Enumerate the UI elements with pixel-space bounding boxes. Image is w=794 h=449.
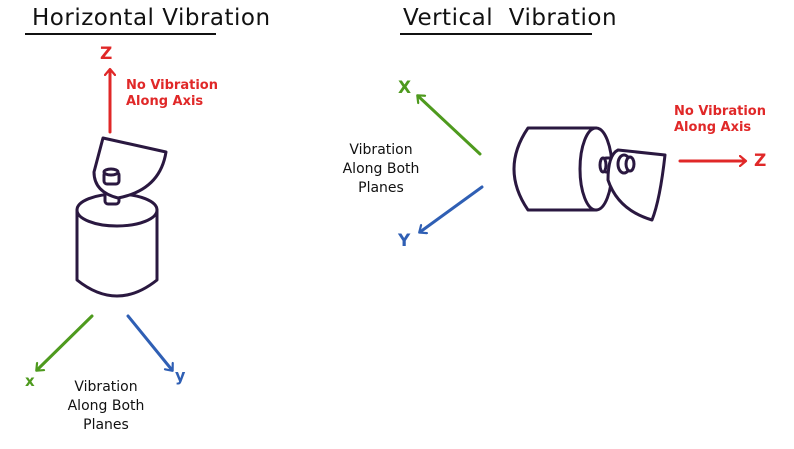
label-line: Along Axis: [126, 94, 204, 109]
left-vibration-label: Vibration Along Both Planes: [63, 378, 149, 435]
label-line: No Vibration: [674, 104, 766, 119]
y-axis-arrow: [126, 314, 172, 370]
right-motor-drawing: [512, 126, 667, 222]
right-z-axis-label: Z: [754, 151, 767, 171]
y-axis-arrow: [420, 185, 484, 232]
left-x-axis-label: x: [25, 372, 35, 390]
eccentric-weight: [606, 148, 667, 222]
eccentric-weight: [92, 136, 168, 200]
right-no-vibration-label: No Vibration Along Axis: [674, 104, 766, 136]
shaft-cap: [616, 153, 636, 175]
left-title-underline: [25, 33, 216, 35]
right-title-underline: [400, 33, 592, 35]
label-line: Along Both: [342, 161, 420, 177]
label-line: Planes: [83, 417, 129, 433]
label-line: Vibration: [349, 142, 413, 158]
left-no-vibration-label: No Vibration Along Axis: [126, 78, 218, 110]
label-line: No Vibration: [126, 78, 218, 93]
left-z-axis-label: Z: [100, 44, 113, 64]
left-motor-drawing: [75, 136, 168, 298]
right-x-axis-label: X: [398, 78, 412, 98]
left-y-axis-label: y: [175, 366, 186, 385]
label-line: Planes: [358, 180, 404, 196]
x-axis-arrow: [37, 314, 94, 370]
right-vibration-label: Vibration Along Both Planes: [334, 141, 428, 198]
right-y-axis-label: Y: [398, 231, 411, 251]
label-line: Along Both: [67, 398, 145, 414]
label-line: Vibration: [74, 379, 138, 395]
motor-body: [75, 192, 159, 298]
shaft-cap: [102, 167, 121, 186]
right-panel-title: Vertical Vibration: [403, 5, 618, 31]
label-line: Along Axis: [674, 120, 752, 135]
x-axis-arrow: [418, 96, 482, 156]
left-panel-title: Horizontal Vibration: [32, 5, 271, 31]
motor-body: [512, 126, 614, 212]
